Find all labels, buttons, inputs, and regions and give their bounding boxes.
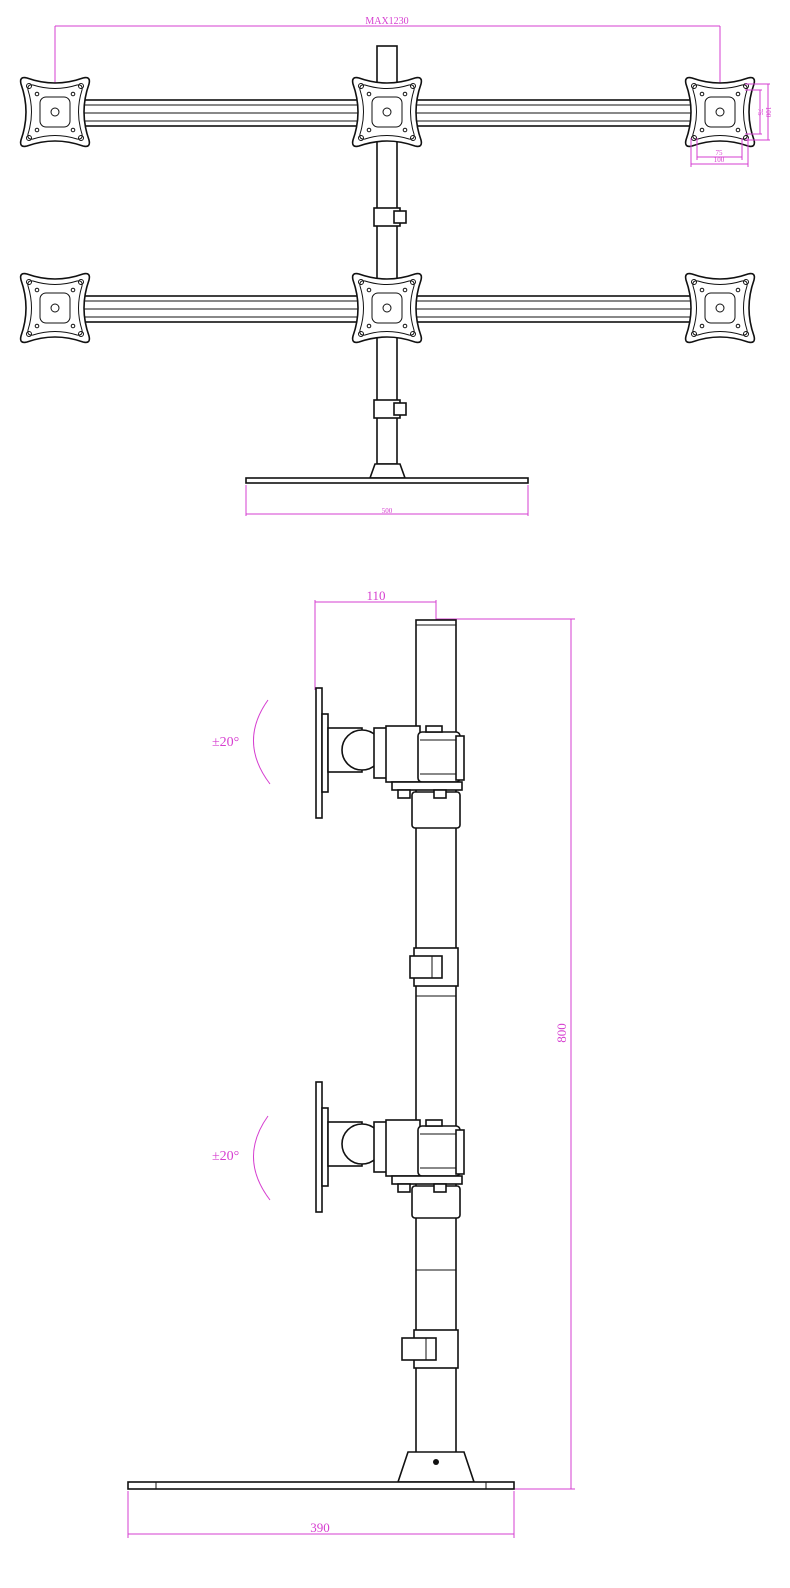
front-base-plate xyxy=(245,477,529,484)
base-width-label: 500 xyxy=(382,507,393,515)
front-base-collar xyxy=(368,463,407,479)
vesa-vertical-large-label: 100 xyxy=(764,107,772,118)
lower-tilt-label: ±20° xyxy=(212,1149,239,1164)
height-label: 800 xyxy=(554,1023,569,1043)
vesa-vertical-small-label: 75 xyxy=(756,109,764,117)
base-depth-label: 390 xyxy=(310,1520,330,1535)
vesa-plate-bottom-right xyxy=(684,272,756,344)
front-view: MAX1230 xyxy=(19,16,772,516)
vesa-plate-top-left xyxy=(19,76,91,148)
upper-tilt-label: ±20° xyxy=(212,735,239,750)
vesa-large-label: 100 xyxy=(714,156,725,164)
vesa-dimensions: 75 100 75 100 xyxy=(690,83,772,167)
lower-tilt-arc xyxy=(253,1115,271,1201)
vesa-plate-top-center xyxy=(351,76,423,148)
offset-label: 110 xyxy=(366,588,385,603)
vesa-plate-bottom-center xyxy=(351,272,423,344)
upper-tilt-arc xyxy=(253,699,271,785)
base-screw xyxy=(433,1459,439,1465)
vesa-plate-bottom-left xyxy=(19,272,91,344)
side-view: 110 800 ±20° ±20° xyxy=(127,588,575,1538)
side-base-collar xyxy=(396,1451,476,1483)
vesa-small-label: 75 xyxy=(716,149,724,157)
max-width-label: MAX1230 xyxy=(365,16,408,27)
vesa-plate-top-right xyxy=(684,76,756,148)
side-base-plate xyxy=(127,1481,515,1490)
